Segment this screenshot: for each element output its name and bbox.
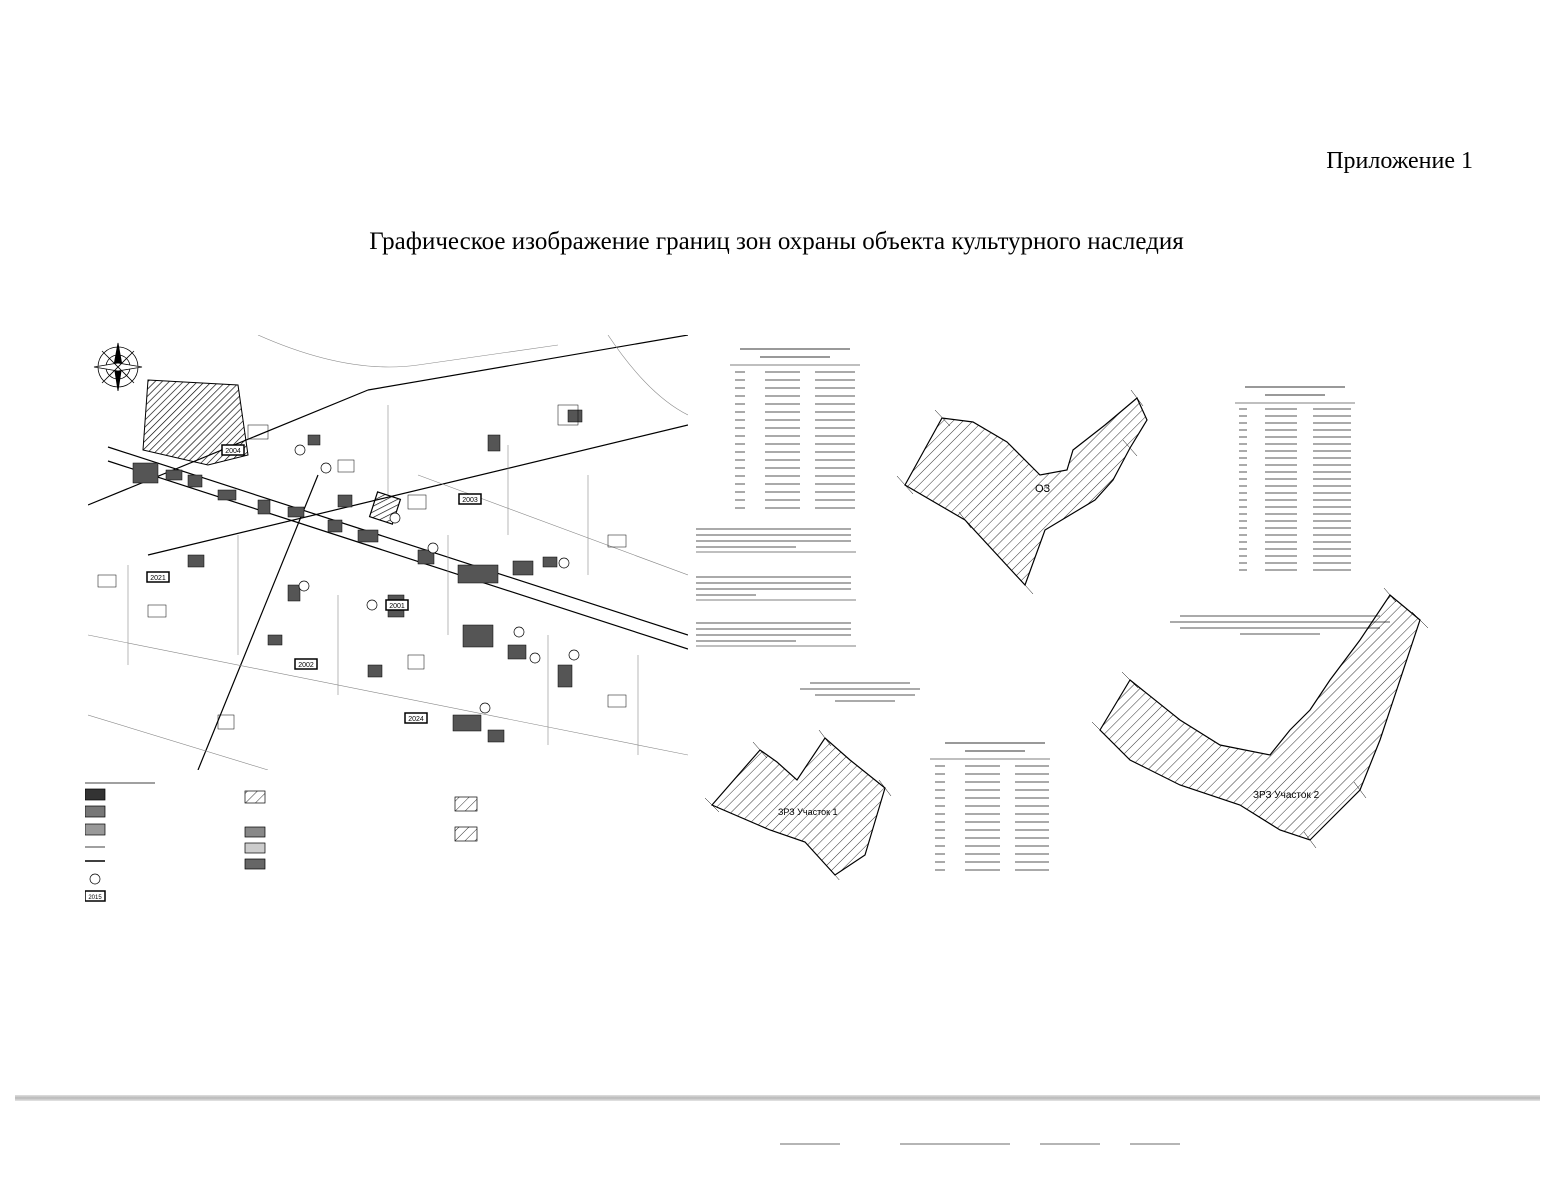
quarter-number: 2001: [389, 603, 405, 610]
legend-swatch: [84, 805, 106, 818]
legend-drawing: 2015: [84, 782, 478, 902]
page-title: Графическое изображение границ зон охран…: [369, 228, 1184, 255]
oz-label: ОЗ: [1035, 483, 1051, 495]
descriptions-drawing: [696, 528, 856, 647]
legend-quarter-label: 2015: [88, 895, 102, 901]
legend-swatch: [244, 842, 266, 854]
coords-table-oz: [730, 345, 860, 535]
zrz1-drawing: ЗРЗ Участок 1: [704, 682, 920, 883]
oz-drawing: ОЗ: [896, 389, 1148, 595]
zrz-section-1-diagram: ЗРЗ Участок 1: [685, 680, 925, 883]
compass-icon: [93, 342, 143, 392]
zrz1-polygon: [711, 737, 886, 876]
legend-swatch: [244, 858, 266, 870]
coords-table-zrz-2: [1235, 385, 1355, 585]
legend-swatch: [454, 796, 478, 812]
coords-table-zrz-1: [925, 740, 1055, 880]
scan-edge-dash: [900, 1143, 1010, 1145]
legend-swatch: [84, 788, 106, 801]
scan-edge-dash: [780, 1143, 840, 1145]
table-drawing: [730, 348, 860, 509]
quarter-number: 2004: [225, 448, 241, 455]
quarter-number: 2003: [462, 497, 478, 504]
zrz2-polygon: [1099, 594, 1421, 841]
oz-polygon: [904, 397, 1148, 587]
oz-zone-diagram: ОЗ: [875, 380, 1175, 600]
zrz2-label: ЗРЗ Участок 2: [1253, 790, 1320, 801]
table-drawing: [1235, 386, 1355, 571]
quarter-number: 2021: [150, 575, 166, 582]
scan-edge-dash: [1040, 1143, 1100, 1145]
quarter-number: 2002: [298, 662, 314, 669]
legend-swatch: [84, 823, 106, 836]
scan-edge-dash: [1130, 1143, 1180, 1145]
legend-swatch: [454, 826, 478, 842]
scan-edge-line: [15, 1095, 1540, 1101]
zrz2-drawing: ЗРЗ Участок 2: [1091, 587, 1429, 849]
zrz-section-2-diagram: ЗРЗ Участок 2: [1060, 580, 1460, 880]
legend-circle: [89, 873, 101, 885]
zrz1-label: ЗРЗ Участок 1: [778, 807, 838, 817]
legend-swatch: [244, 790, 266, 804]
appendix-label: Приложение 1: [1326, 148, 1473, 174]
zone-descriptions: [696, 525, 856, 655]
legend: 2015: [84, 775, 685, 910]
legend-swatch: [244, 826, 266, 838]
quarter-number: 2024: [408, 716, 424, 723]
table-drawing: [930, 742, 1050, 871]
legend-quarter-box: [84, 890, 106, 902]
map-drawing: 2004 2003 2021 2001 2002 2024: [87, 334, 689, 771]
situation-map: 2004 2003 2021 2001 2002 2024: [87, 334, 689, 771]
